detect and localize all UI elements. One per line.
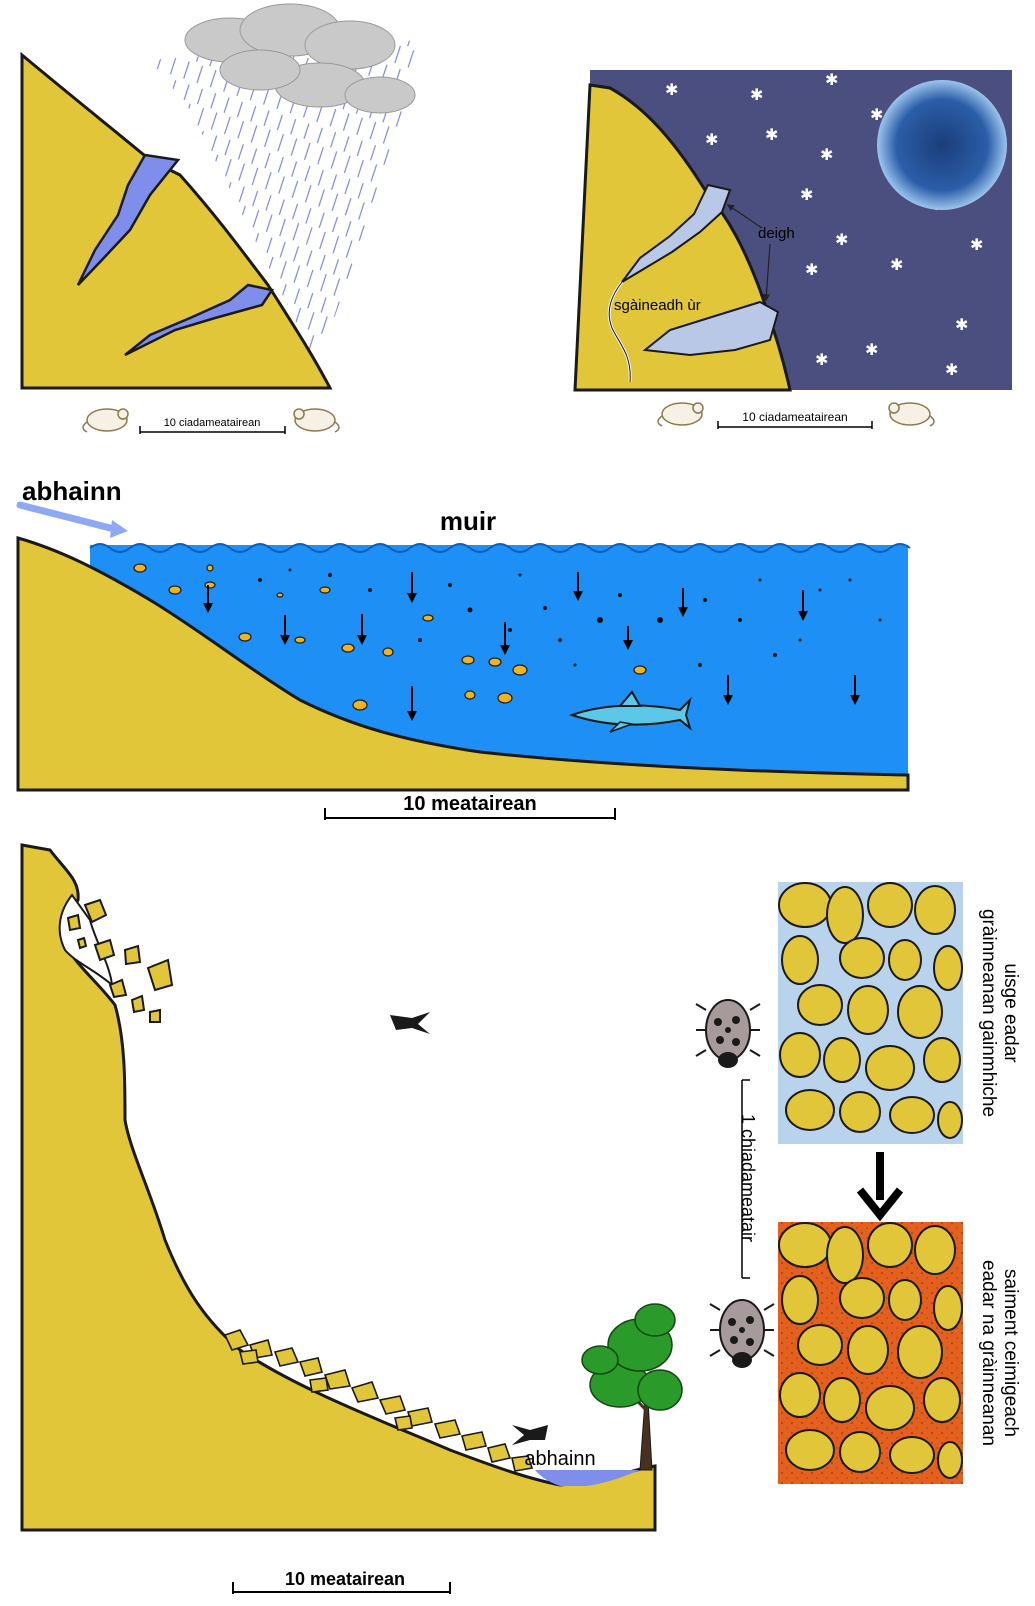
pore-water-label-line1: uisge eadar: [1000, 963, 1021, 1063]
svg-text:✱: ✱: [705, 132, 718, 149]
mouse-icon: [83, 409, 128, 432]
mouse-icon: [294, 409, 339, 432]
ladybird-icon: [696, 1000, 760, 1068]
tree-icon: [582, 1304, 682, 1470]
rain-panel: 10 ciadameatairean: [22, 4, 420, 434]
sea-label: muir: [440, 506, 496, 536]
svg-text:✱: ✱: [865, 342, 878, 359]
valley-scale-label: 10 meatairean: [285, 1569, 405, 1589]
valley-panel: abhainn 10 meatairean: [22, 845, 682, 1594]
moon-icon: [877, 80, 1007, 210]
svg-text:✱: ✱: [765, 127, 778, 144]
frost-panel: ✱✱✱ ✱✱✱ ✱✱✱ ✱✱✱ ✱✱✱ ✱✱ deigh sgàineadh ù…: [575, 70, 1012, 429]
svg-text:✱: ✱: [970, 237, 983, 254]
svg-text:✱: ✱: [825, 72, 838, 89]
svg-text:✱: ✱: [750, 87, 763, 104]
ice-label: deigh: [758, 225, 795, 242]
svg-text:✱: ✱: [890, 257, 903, 274]
mouse-icon: [658, 403, 703, 426]
cement-panel: 1 chiadameatair uisge eadar gràinneanan …: [696, 882, 1021, 1484]
pore-water-label-line2: gràinneanan gainmhiche: [978, 909, 999, 1117]
frost-scale-label: 10 ciadameatairean: [742, 410, 847, 424]
valley-river-label: abhainn: [524, 1448, 595, 1470]
ladybird-icon: [710, 1300, 774, 1368]
ladybird-scale-label: 1 chiadameatair: [738, 1114, 758, 1242]
sea-panel: abhainn muir 10 meatairean: [18, 476, 910, 820]
cement-label-line2: eadar na gràinneanan: [978, 1260, 999, 1446]
mouse-icon: [889, 403, 934, 426]
svg-text:✱: ✱: [945, 362, 958, 379]
svg-text:✱: ✱: [820, 147, 833, 164]
svg-text:✱: ✱: [955, 317, 968, 334]
river-flow-arrow: [20, 505, 118, 530]
svg-text:✱: ✱: [665, 82, 678, 99]
new-crack-label: sgàineadh ùr: [614, 297, 701, 314]
swallow-bird-icon: [390, 1012, 430, 1034]
sea-river-label: abhainn: [22, 476, 122, 506]
valley-rock: [22, 845, 655, 1530]
svg-text:✱: ✱: [835, 232, 848, 249]
svg-text:✱: ✱: [805, 262, 818, 279]
rain-scale-label: 10 ciadameatairean: [164, 417, 261, 429]
down-arrow-icon: [860, 1152, 900, 1215]
sea-scale-label: 10 meatairean: [403, 793, 536, 815]
svg-text:✱: ✱: [815, 352, 828, 369]
swallow-bird-icon: [512, 1425, 548, 1445]
svg-text:✱: ✱: [870, 107, 883, 124]
cement-label-line1: saiment ceimigeach: [1000, 1269, 1021, 1437]
svg-text:✱: ✱: [800, 187, 813, 204]
